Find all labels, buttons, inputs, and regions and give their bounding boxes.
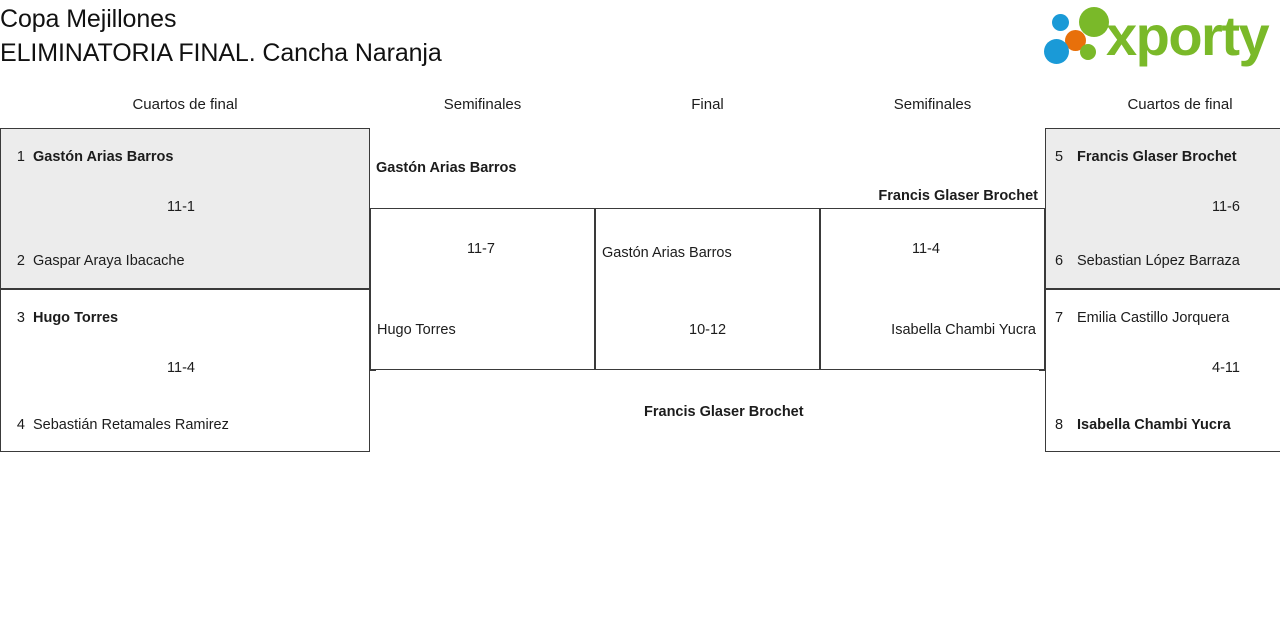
player-slot-left-semifinal-loser[interactable]: Hugo Torres [371, 319, 594, 341]
player-slot-seed-5[interactable]: 5 Francis Glaser Brochet [1046, 146, 1280, 168]
player-name: Isabella Chambi Yucra [1077, 417, 1231, 433]
connector-right-qf1-to-sf [1039, 208, 1046, 209]
seed-number: 1 [16, 149, 25, 165]
seed-number: 7 [1055, 310, 1064, 326]
tournament-subtitle: ELIMINATORIA FINAL. Cancha Naranja [0, 39, 442, 67]
match-score: 11-1 [167, 199, 195, 215]
player-slot-seed-1[interactable]: 1 Gastón Arias Barros [1, 146, 369, 168]
round-header-final: Final [691, 96, 724, 113]
match-score: 11-7 [467, 241, 495, 257]
match-box-left-semifinal[interactable]: 11-7 Hugo Torres [370, 208, 595, 370]
player-name: Gaspar Araya Ibacache [33, 253, 185, 269]
match-score: 11-4 [167, 360, 195, 376]
player-slot-seed-7[interactable]: 7 Emilia Castillo Jorquera [1046, 307, 1280, 329]
seed-number: 2 [16, 253, 25, 269]
match-box-right-qf-2[interactable]: 7 Emilia Castillo Jorquera 4-11 8 Isabella… [1045, 289, 1280, 452]
connector-left-qf2-to-sf [370, 370, 376, 371]
connector-left-qf1-to-sf [370, 208, 376, 209]
player-slot-seed-4[interactable]: 4 Sebastián Retamales Ramirez [1, 414, 369, 436]
player-slot-right-semifinal-loser[interactable]: Isabella Chambi Yucra [821, 319, 1044, 341]
logo-dot-blue-large-icon [1044, 39, 1069, 64]
player-name: Hugo Torres [33, 310, 119, 326]
logo-dot-blue-small-icon [1052, 14, 1069, 31]
player-slot-seed-2[interactable]: 2 Gaspar Araya Ibacache [1, 250, 369, 272]
match-score: 4-11 [1212, 360, 1240, 376]
round-header-left-semifinals: Semifinales [443, 96, 522, 113]
tournament-name: Copa Mejillones [0, 5, 177, 33]
player-name: Francis Glaser Brochet [1077, 149, 1237, 165]
seed-number: 5 [1055, 149, 1064, 165]
round-header-right-quarterfinals: Cuartos de final [1127, 96, 1233, 113]
player-slot-seed-8[interactable]: 8 Isabella Chambi Yucra [1046, 414, 1280, 436]
logo-dot-green-large-icon [1079, 7, 1109, 37]
player-name: Sebastian López Barraza [1077, 253, 1240, 269]
final-champion-label: Francis Glaser Brochet [644, 404, 804, 420]
player-name: Hugo Torres [377, 322, 456, 338]
match-score: 11-6 [1212, 199, 1240, 215]
page-header: Copa Mejillones ELIMINATORIA FINAL. Canc… [0, 0, 1280, 88]
match-score: 11-4 [912, 241, 940, 257]
match-box-left-qf-2[interactable]: 3 Hugo Torres 11-4 4 Sebastián Retamales R… [0, 289, 370, 452]
match-score: 10-12 [689, 322, 727, 338]
seed-number: 4 [16, 417, 25, 433]
player-name: Sebastián Retamales Ramirez [33, 417, 229, 433]
seed-number: 8 [1055, 417, 1064, 433]
round-header-right-semifinals: Semifinales [893, 96, 972, 113]
round-header-left-quarterfinals: Cuartos de final [132, 96, 238, 113]
xporty-logo[interactable]: xporty [1040, 4, 1272, 68]
logo-wordmark: xporty [1106, 4, 1270, 67]
player-slot-seed-6[interactable]: 6 Sebastian López Barraza [1046, 250, 1280, 272]
left-semifinal-advancing-player: Gastón Arias Barros [376, 160, 517, 176]
player-name: Emilia Castillo Jorquera [1077, 310, 1230, 326]
tournament-title-block: Copa Mejillones ELIMINATORIA FINAL. Canc… [0, 2, 442, 70]
logo-dot-green-small-icon [1080, 44, 1096, 60]
player-slot-seed-3[interactable]: 3 Hugo Torres [1, 307, 369, 329]
match-box-right-semifinal[interactable]: 11-4 Isabella Chambi Yucra [820, 208, 1045, 370]
right-semifinal-advancing-player: Francis Glaser Brochet [878, 188, 1038, 204]
match-box-right-qf-1[interactable]: 5 Francis Glaser Brochet 11-6 6 Sebastian … [1045, 128, 1280, 289]
player-name: Isabella Chambi Yucra [891, 322, 1036, 338]
seed-number: 3 [16, 310, 25, 326]
match-box-final[interactable]: Gastón Arias Barros 10-12 [595, 208, 820, 370]
seed-number: 6 [1055, 253, 1064, 269]
player-name: Gastón Arias Barros [33, 149, 174, 165]
connector-right-qf2-to-sf [1039, 370, 1046, 371]
player-slot-final-runner-up[interactable]: Gastón Arias Barros [596, 242, 819, 264]
player-name: Gastón Arias Barros [602, 245, 732, 261]
match-box-left-qf-1[interactable]: 1 Gastón Arias Barros 11-1 2 Gaspar Araya … [0, 128, 370, 289]
logo-dot-orange-icon [1065, 30, 1086, 51]
logo-dots-icon [1040, 6, 1110, 68]
